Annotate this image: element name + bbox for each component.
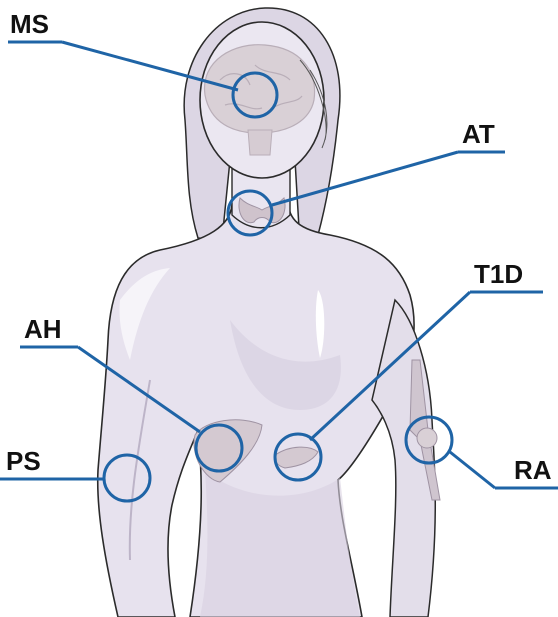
label-ra: RA xyxy=(514,455,552,485)
ra-leader xyxy=(450,452,495,488)
human-figure xyxy=(98,8,440,617)
label-t1d: T1D xyxy=(474,259,523,289)
label-ms: MS xyxy=(10,9,49,39)
label-ah: AH xyxy=(24,314,62,344)
brain xyxy=(205,45,315,133)
brainstem xyxy=(248,130,272,155)
label-ps: PS xyxy=(6,446,41,476)
label-at: AT xyxy=(462,119,495,149)
elbow-joint xyxy=(417,428,437,448)
